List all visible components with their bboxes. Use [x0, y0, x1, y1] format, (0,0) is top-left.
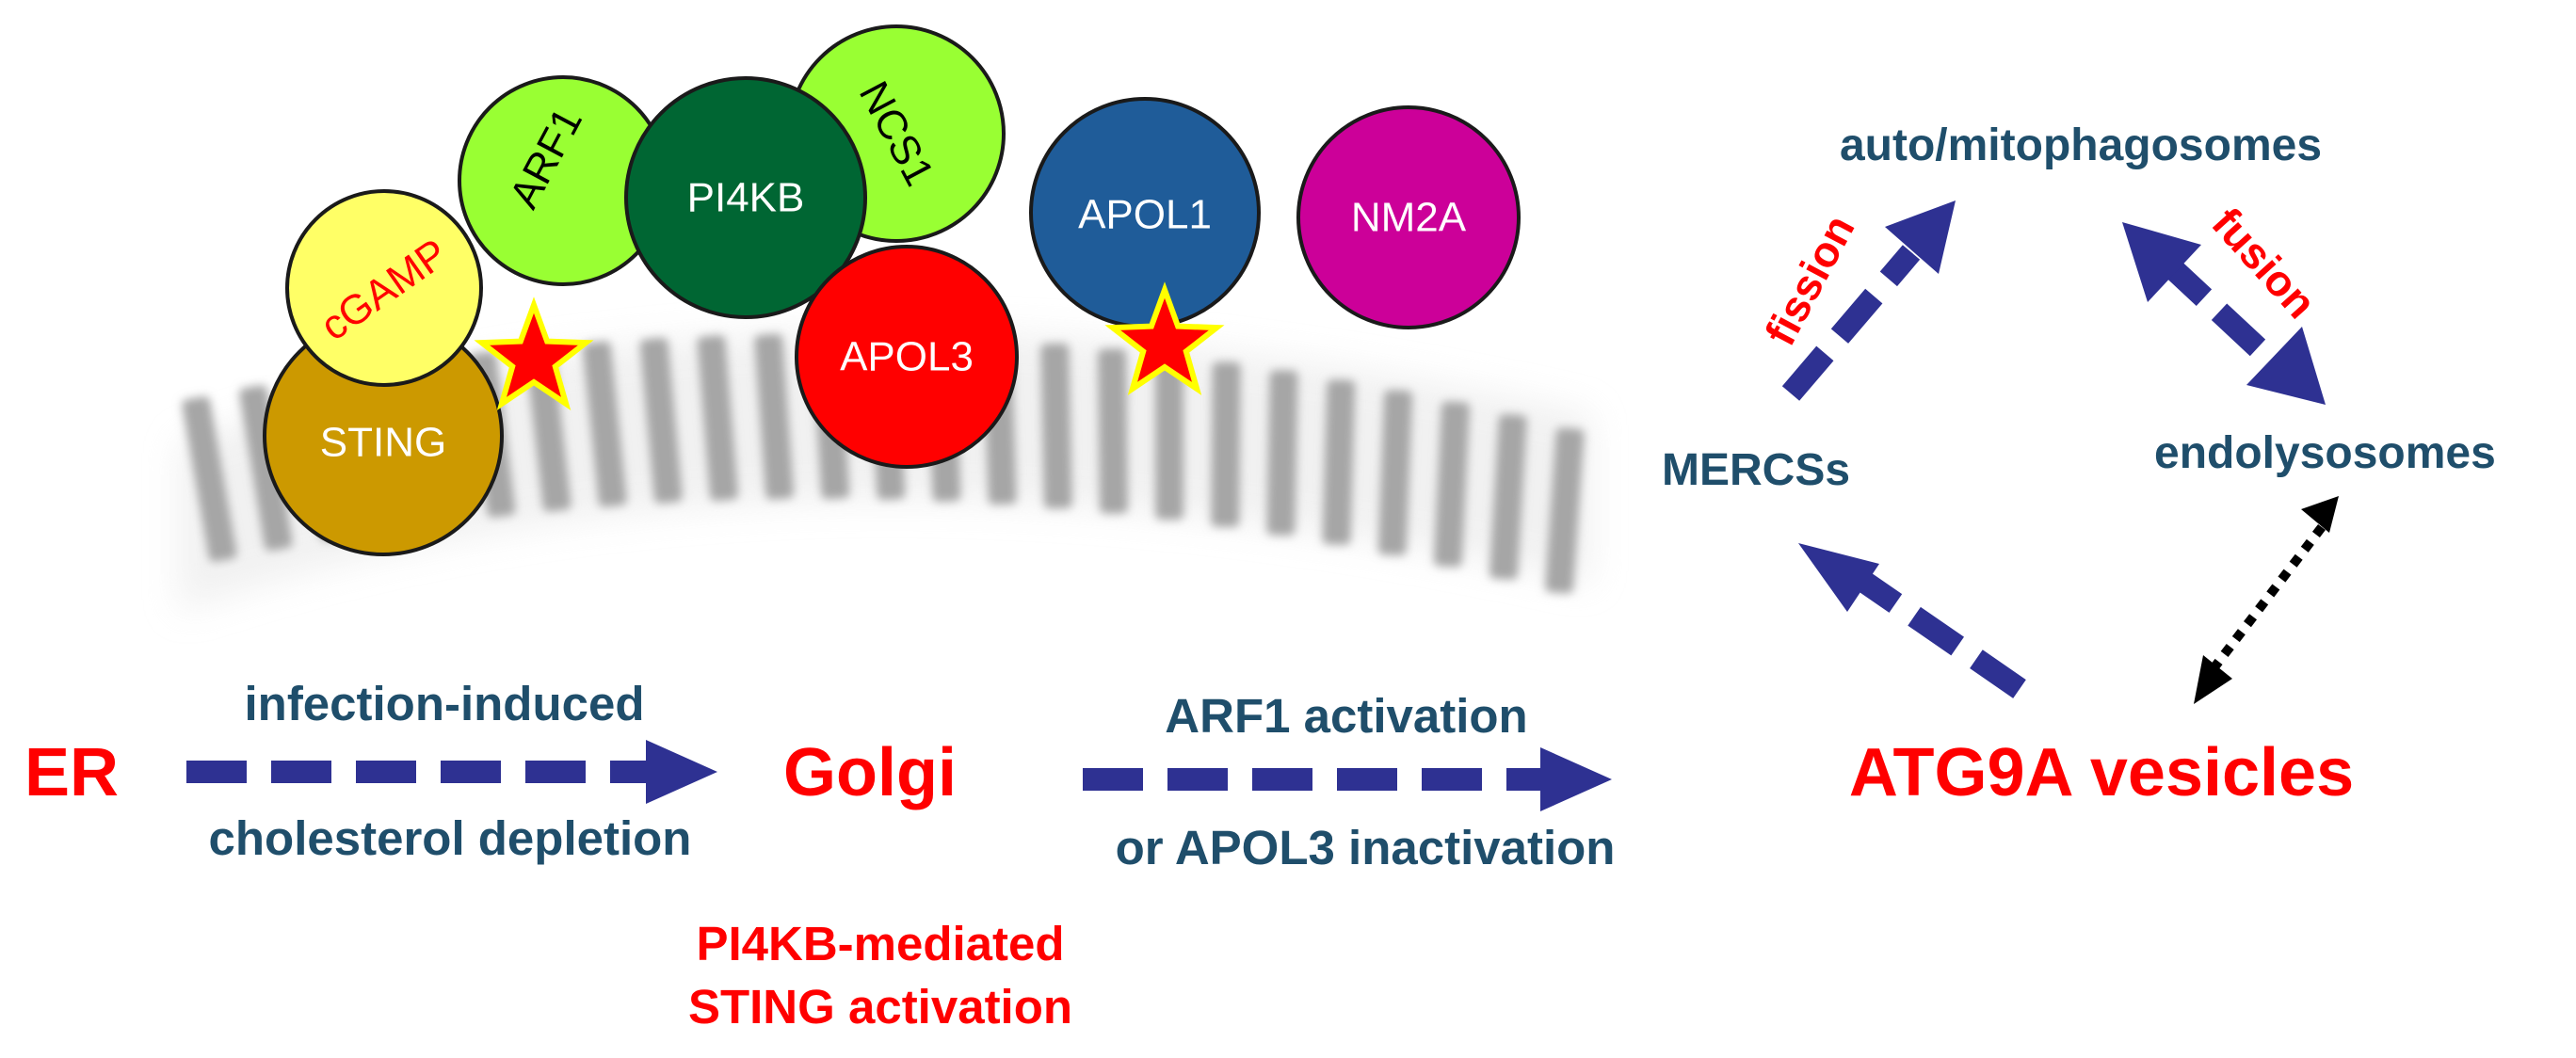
protein-nm2a: NM2A	[1296, 105, 1521, 329]
protein-cgamp: cGAMP	[285, 189, 483, 387]
activation-star-apol1	[1104, 281, 1225, 395]
membrane-bar	[182, 396, 237, 562]
membrane-bar	[582, 341, 627, 507]
membrane-bar	[1433, 401, 1470, 568]
arrow-endolysosomes-atg9a	[2194, 496, 2339, 704]
atg9a-vesicles-label: ATG9A vesicles	[1849, 735, 2354, 810]
mercs-label: MERCSs	[1662, 445, 1850, 495]
arrow-golgi-to-atg9a	[1083, 747, 1612, 811]
step2-top-label: ARF1 activation	[1165, 689, 1527, 743]
trafficking-cycle: auto/mitophagosomes MERCSs endolysosomes…	[1662, 120, 2496, 704]
protein-sting: STING	[263, 315, 504, 556]
membrane-bar	[1489, 413, 1527, 580]
protein-apol1: APOL1	[1029, 97, 1261, 329]
step2-bottom-label: or APOL3 inactivation	[1116, 821, 1616, 874]
membrane-bar	[1040, 343, 1072, 509]
membrane-bar	[1377, 390, 1413, 555]
membrane-bar	[1098, 348, 1128, 514]
membrane-bar	[639, 337, 683, 504]
apol3-circle	[795, 245, 1019, 469]
membrane-bar	[239, 385, 293, 552]
sting-activation-line1: PI4KB-mediated	[696, 917, 1064, 970]
membrane-bar	[754, 333, 795, 500]
arrow-er-to-golgi	[186, 740, 717, 804]
autophagosomes-label: auto/mitophagosomes	[1840, 120, 2322, 170]
activation-star-sting	[474, 297, 594, 410]
endolysosomes-label: endolysosomes	[2154, 428, 2496, 478]
golgi-label: Golgi	[783, 735, 957, 810]
step1-top-label: infection-induced	[245, 677, 645, 730]
cgamp-circle	[285, 189, 483, 387]
membrane-bar	[1266, 370, 1298, 536]
nm2a-label: NM2A	[1351, 195, 1467, 241]
protein-cluster: NCS1 ARF1 STING cGAMP PI4KB APOL3 APOL1	[263, 24, 1521, 556]
arrow-mercs-to-autophagosomes	[1781, 200, 1956, 401]
apol3-label: APOL3	[840, 334, 974, 380]
membrane-bar	[1154, 355, 1184, 521]
main-flow: ER infection-induced cholesterol depleti…	[24, 677, 2354, 1034]
nm2a-circle	[1296, 105, 1521, 329]
membrane-bar	[697, 335, 738, 502]
pi4kb-label: PI4KB	[687, 175, 805, 221]
pi4kb-circle	[624, 76, 867, 319]
membrane-bar	[1322, 379, 1356, 545]
membrane-bar	[1545, 427, 1585, 594]
membrane-bar	[1211, 361, 1241, 527]
sting-label: STING	[320, 420, 446, 466]
arrow-autophagosomes-endolysosomes	[2122, 222, 2326, 405]
protein-pi4kb: PI4KB	[624, 76, 867, 319]
protein-apol3: APOL3	[795, 245, 1019, 469]
er-label: ER	[24, 735, 119, 810]
fusion-label: fusion	[2202, 199, 2326, 328]
apol1-label: APOL1	[1078, 192, 1212, 238]
sting-activation-line2: STING activation	[688, 980, 1072, 1034]
arrow-atg9a-to-mercs	[1798, 543, 2026, 698]
step1-bottom-label: cholesterol depletion	[209, 811, 692, 865]
